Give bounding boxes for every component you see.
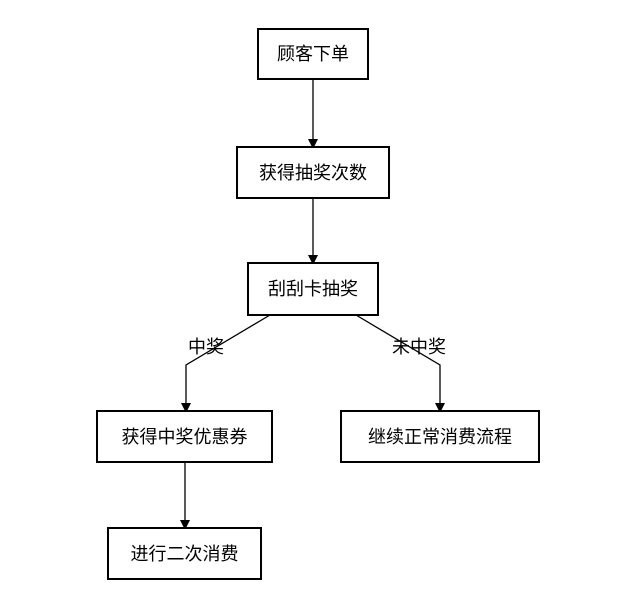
node-second-label: 进行二次消费 xyxy=(131,544,239,565)
edge-scratch-to-continue: 未中奖 xyxy=(355,314,446,413)
node-get-chances: 获得抽奖次数 xyxy=(236,146,390,199)
node-coupon-label: 获得中奖优惠券 xyxy=(122,427,248,448)
node-coupon: 获得中奖优惠券 xyxy=(96,410,273,463)
node-scratch: 刮刮卡抽奖 xyxy=(247,262,379,316)
edge-scratch-to-coupon: 中奖 xyxy=(181,314,271,413)
node-second: 进行二次消费 xyxy=(107,527,262,580)
node-order: 顾客下单 xyxy=(257,28,369,80)
edge-label-win: 中奖 xyxy=(188,337,224,358)
node-scratch-label: 刮刮卡抽奖 xyxy=(268,279,358,300)
node-order-label: 顾客下单 xyxy=(277,44,349,65)
node-continue-label: 继续正常消费流程 xyxy=(368,427,512,448)
node-continue: 继续正常消费流程 xyxy=(340,410,540,463)
node-get-chances-label: 获得抽奖次数 xyxy=(259,163,367,184)
edge-label-lose: 未中奖 xyxy=(392,337,446,358)
